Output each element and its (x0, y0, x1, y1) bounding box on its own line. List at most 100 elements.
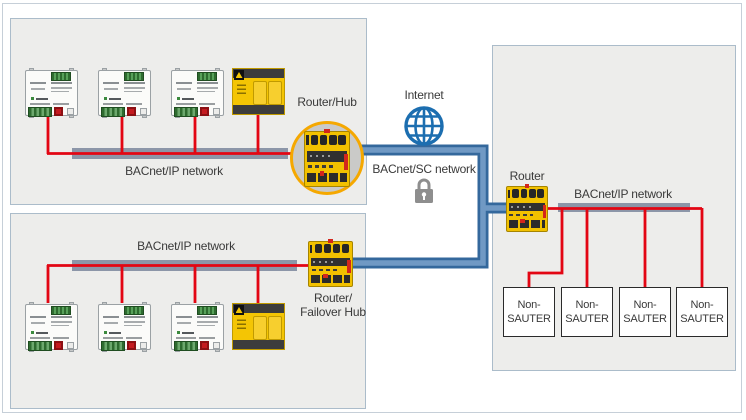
brand-wordmark (109, 331, 121, 334)
brand-wordmark (182, 97, 194, 100)
status-led (324, 128, 330, 134)
ethernet-port (323, 244, 331, 253)
io-markings (237, 317, 246, 329)
terminal-block-top (51, 306, 71, 315)
non-sauter-node: Non- SAUTER (619, 287, 671, 337)
brand-wordmark (36, 331, 48, 334)
side-connector (306, 135, 309, 145)
display-red-marker (344, 153, 348, 170)
brand-mark (104, 97, 107, 100)
bus-bar-top (72, 148, 288, 159)
terminal-block-top (197, 306, 217, 315)
non-sauter-label-line2: SAUTER (623, 313, 667, 325)
service-port (140, 108, 147, 115)
label-text-line (30, 82, 46, 84)
label-text-line (197, 82, 218, 84)
brand-mark (177, 331, 180, 334)
terminal-block-top (124, 306, 144, 315)
brand-wordmark (36, 97, 48, 100)
module-panel (253, 316, 267, 340)
brand-mark (177, 97, 180, 100)
label-text-line (53, 103, 69, 105)
non-sauter-label-line1: Non- (575, 299, 599, 311)
sauter-controller-device (98, 68, 151, 118)
bacnet-sc-network-label: BACnet/SC network (372, 162, 476, 176)
label-text-line (124, 90, 142, 92)
label-text-line (103, 316, 119, 318)
terminal-block-bottom (28, 341, 52, 351)
terminal-block-bottom (101, 107, 125, 117)
label-text-line (103, 337, 123, 339)
ethernet-port (520, 189, 528, 198)
sauter-plc-device (232, 303, 285, 350)
status-led (524, 184, 530, 188)
label-text-line (197, 321, 218, 323)
terminal-block-top (51, 72, 71, 81)
network-connector (127, 107, 136, 116)
warning-icon (234, 70, 244, 80)
non-sauter-label-line1: Non- (633, 299, 657, 311)
terminal-red-marker (520, 218, 525, 224)
non-sauter-label-line2: SAUTER (565, 313, 609, 325)
terminal-block-bottom (101, 341, 125, 351)
router-failover-label-line1: Router/ (314, 291, 352, 305)
router-right-device (506, 184, 548, 232)
io-markings (237, 82, 246, 94)
diagram-frame (2, 3, 742, 413)
signal-symbols (177, 88, 191, 90)
module-panel (253, 81, 267, 105)
terminal-strip (306, 173, 348, 183)
router-failover-hub-device (308, 239, 353, 287)
brand-wordmark (109, 97, 121, 100)
label-text-line (103, 103, 123, 105)
side-connector (508, 189, 511, 198)
label-text-line (197, 87, 218, 89)
label-text-line (176, 337, 196, 339)
status-led (327, 239, 334, 243)
network-connector (127, 341, 136, 350)
terminal-block-bottom (174, 107, 198, 117)
label-markings (307, 165, 334, 169)
signal-symbols (104, 322, 118, 324)
label-text-line (103, 82, 119, 84)
display-strip (307, 151, 347, 162)
service-port (213, 342, 220, 349)
label-text-line (30, 103, 50, 105)
label-text-line (197, 324, 215, 326)
terminal-red-marker (323, 273, 328, 279)
router-label: Router (509, 169, 545, 183)
ethernet-port (512, 189, 519, 198)
sauter-controller-device (25, 68, 78, 118)
ethernet-port (338, 134, 346, 145)
terminal-cover-bottom (233, 105, 284, 114)
label-text-line (124, 316, 145, 318)
bus-bar-bottom (72, 260, 297, 271)
service-port (213, 108, 220, 115)
ethernet-port (329, 134, 337, 145)
network-connector (200, 107, 209, 116)
ethernet-port (341, 244, 349, 253)
terminal-block-bottom (174, 341, 198, 351)
label-text-line (197, 90, 215, 92)
non-sauter-node: Non- SAUTER (503, 287, 555, 337)
network-connector (54, 341, 63, 350)
display-strip (509, 202, 545, 212)
security-padlock-icon (415, 178, 433, 203)
module-panel (268, 316, 282, 340)
brand-wordmark (182, 331, 194, 334)
service-port (140, 342, 147, 349)
module-panel (268, 81, 282, 105)
signal-symbols (177, 322, 191, 324)
terminal-strip (310, 275, 351, 283)
label-text-line (197, 316, 218, 318)
label-text-line (176, 103, 196, 105)
terminal-block-bottom (28, 107, 52, 117)
terminal-block-top (197, 72, 217, 81)
bus-bar-right (558, 203, 690, 212)
bacnet-ip-network-label-top: BACnet/IP network (125, 164, 223, 178)
terminal-strip (508, 220, 546, 228)
label-text-line (176, 82, 192, 84)
display-red-marker (347, 259, 351, 273)
ethernet-port (310, 134, 319, 145)
sauter-plc-device (232, 68, 285, 115)
